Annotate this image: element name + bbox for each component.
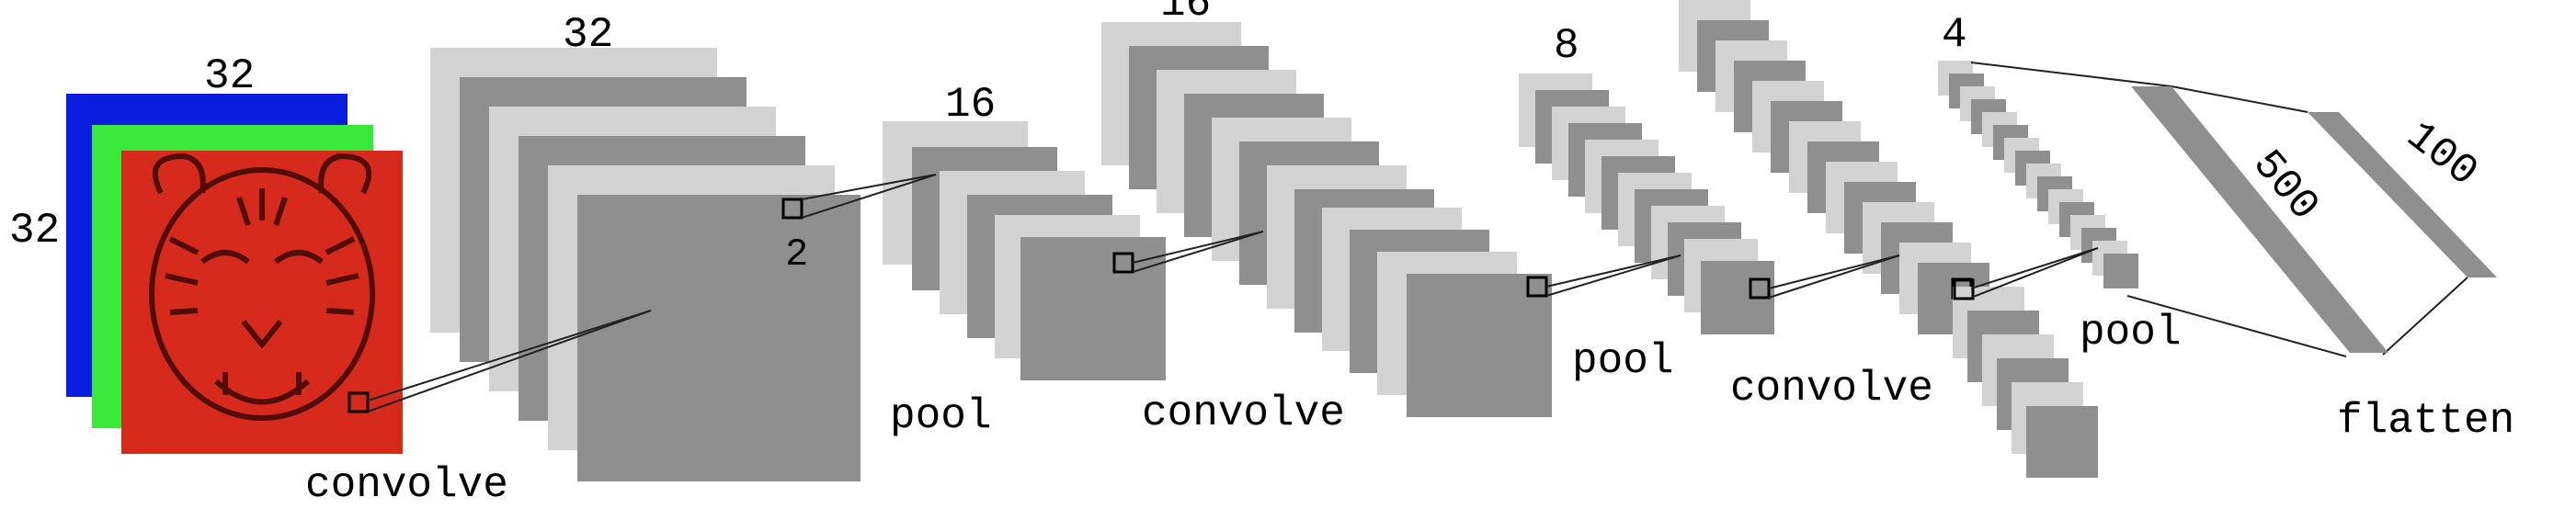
connection-line bbox=[1970, 247, 2099, 289]
kernel-window-pool3 bbox=[1953, 278, 1975, 300]
connection-line bbox=[1768, 254, 1900, 299]
conv1-op-label: convolve bbox=[305, 461, 508, 509]
conv2-feature-maps: 16 bbox=[1101, 0, 1552, 417]
input-width-label: 32 bbox=[204, 52, 255, 100]
pool2-feature-maps: 8 bbox=[1519, 22, 1774, 334]
pool2-op-label: pool bbox=[1572, 337, 1673, 385]
connection-line bbox=[1970, 62, 2172, 87]
connection-line bbox=[1545, 254, 1681, 288]
pool3-op-label: pool bbox=[2080, 309, 2181, 356]
conv3-op-label: convolve bbox=[1730, 365, 1933, 413]
connection-line bbox=[801, 174, 937, 219]
conv1-size-label: 32 bbox=[563, 11, 613, 59]
conv2-op-label: convolve bbox=[1142, 390, 1345, 437]
connection-line bbox=[1545, 254, 1681, 297]
connection-line bbox=[801, 174, 937, 200]
connection-line bbox=[2382, 277, 2468, 356]
kernel-window-input bbox=[348, 391, 370, 413]
pool3-feature-map bbox=[2103, 254, 2138, 288]
connection-line bbox=[2126, 295, 2347, 357]
connection-line bbox=[1132, 231, 1264, 273]
connection-line bbox=[1970, 247, 2099, 299]
dense-100-label: 100 bbox=[2397, 112, 2486, 197]
tiger-image bbox=[149, 153, 375, 421]
conv1-feature-maps: 32 2 bbox=[430, 11, 861, 481]
connection-line bbox=[367, 310, 652, 413]
conv2-size-label: 16 bbox=[1160, 0, 1211, 28]
pool3-feature-maps bbox=[1938, 61, 2138, 478]
pool1-size-label: 16 bbox=[945, 81, 996, 129]
input-height-label: 32 bbox=[9, 207, 60, 254]
pool2-size-label: 8 bbox=[1554, 22, 1579, 70]
dense-layer-500 bbox=[2131, 86, 2388, 353]
connection-line bbox=[367, 310, 652, 401]
conv3-feature-map bbox=[2026, 406, 2098, 478]
kernel-size-label: 2 bbox=[785, 232, 808, 277]
red-channel bbox=[121, 151, 403, 454]
pool3-size-label: 4 bbox=[1942, 11, 1967, 59]
connection-line bbox=[2171, 85, 2308, 113]
pool1-op-label: pool bbox=[890, 392, 991, 440]
connection-line bbox=[1768, 254, 1900, 289]
connection-line bbox=[1132, 231, 1264, 264]
dense-layer-100 bbox=[2308, 112, 2497, 277]
kernel-window-conv1 bbox=[781, 198, 804, 220]
input-image-stack: 32 32 bbox=[9, 52, 403, 454]
flatten-op-label: flatten bbox=[2337, 397, 2514, 445]
